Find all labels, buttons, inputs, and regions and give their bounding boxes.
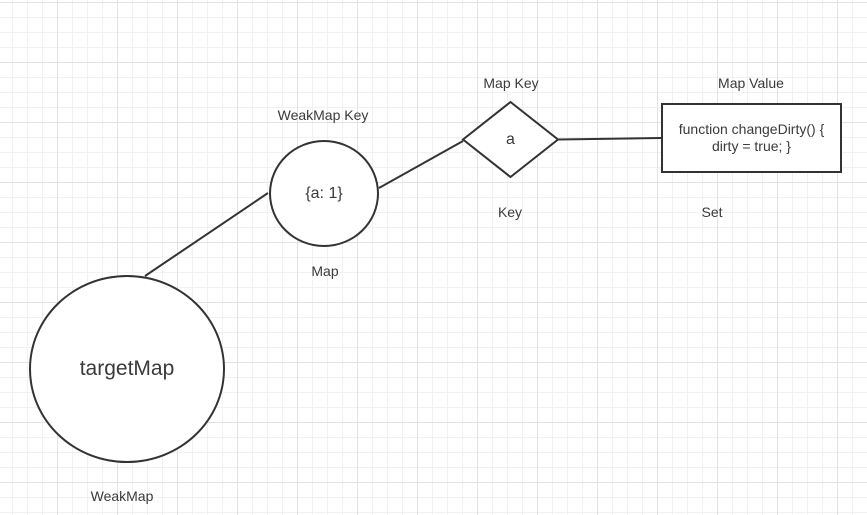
- weakmap-circle[interactable]: targetMap: [29, 275, 225, 463]
- caption-key[interactable]: Key: [497, 204, 523, 220]
- value-code-line1: function changeDirty() {: [678, 121, 825, 137]
- edge-key-to-value[interactable]: [557, 137, 662, 141]
- caption-map[interactable]: Map: [311, 263, 339, 279]
- caption-weakmap[interactable]: WeakMap: [90, 488, 154, 504]
- label-map-value[interactable]: Map Value: [718, 75, 784, 91]
- label-map-key[interactable]: Map Key: [483, 75, 539, 91]
- caption-set[interactable]: Set: [701, 204, 723, 220]
- label-weakmap-key[interactable]: WeakMap Key: [277, 107, 369, 123]
- map-circle[interactable]: {a: 1}: [269, 140, 379, 247]
- map-circle-label: {a: 1}: [305, 184, 343, 202]
- edge-weakmap-to-map[interactable]: [144, 192, 269, 277]
- weakmap-circle-label: targetMap: [79, 357, 175, 380]
- value-rectangle[interactable]: function changeDirty() { dirty = true; }: [661, 103, 842, 173]
- key-diamond-label-box[interactable]: a: [463, 102, 558, 177]
- edge-map-to-key[interactable]: [378, 140, 464, 189]
- key-diamond-label: a: [506, 130, 515, 148]
- key-diamond-shape[interactable]: [461, 100, 560, 179]
- value-code-line2: dirty = true; }: [712, 138, 791, 154]
